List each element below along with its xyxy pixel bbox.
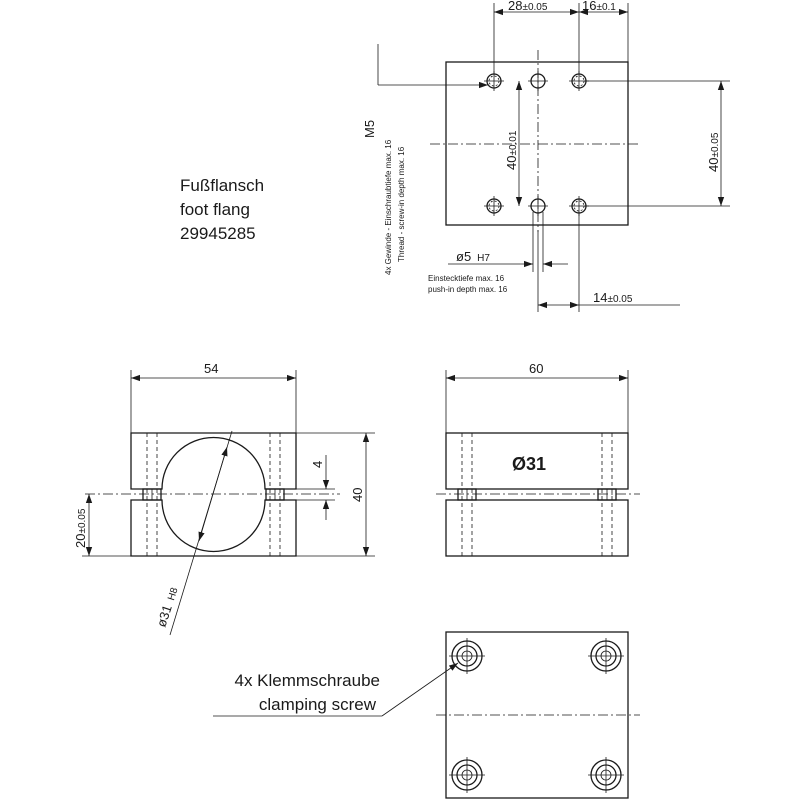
clamping-screw-icon (449, 757, 485, 793)
dim-text-bore-31: ø31H8 (154, 585, 181, 629)
title-line-english: foot flang (180, 200, 250, 219)
clamping-screw-icon (449, 638, 485, 674)
title-block: Fußflansch foot flang 29945285 (180, 176, 264, 243)
bore-note-english: push-in depth max. 16 (428, 285, 508, 294)
side-lower-clamp (445, 499, 629, 557)
clamping-screw-icon (588, 757, 624, 793)
screw-leader (381, 662, 459, 717)
title-line-german: Fußflansch (180, 176, 264, 195)
part-number: 29945285 (180, 224, 256, 243)
front-view: 54 4 40 20±0.05 ø31H8 (73, 361, 375, 636)
dim-text-40-inner: 40±0.01 (504, 130, 519, 170)
thread-size-label: M5 (362, 120, 377, 138)
dim-text-14: 14±0.05 (593, 290, 633, 305)
thread-note-german: 4x Gewinde - Einschraubtiefe max. 16 (384, 139, 393, 275)
thread-hole-bottom-left (484, 196, 504, 216)
dim-text-4: 4 (310, 461, 325, 468)
screw-note-german: 4x Klemmschraube (234, 671, 380, 690)
top-view-outline (445, 61, 629, 226)
dim-text-54: 54 (204, 361, 218, 376)
front-lower-clamp (130, 499, 297, 557)
bore-note-german: Einstecktiefe max. 16 (428, 274, 505, 283)
side-view: Ø31 60 (436, 361, 640, 557)
dim-text-16: 16±0.1 (582, 0, 616, 13)
clamping-screw-icon (588, 638, 624, 674)
side-upper-clamp (445, 432, 629, 490)
bottom-view: 4x Klemmschraube clamping screw (213, 631, 640, 799)
front-upper-clamp (130, 432, 297, 490)
screw-note-english: clamping screw (259, 695, 377, 714)
bore-hole-top (528, 71, 548, 91)
dim-line-bore-31 (198, 446, 228, 542)
top-view: 28±0.05 16±0.1 40±0.01 40±0.05 M5 4x Gew… (362, 0, 730, 312)
bore-hole-bottom (528, 196, 548, 216)
dim-text-40-height: 40 (350, 488, 365, 502)
dim-text-20: 20±0.05 (73, 508, 88, 548)
dim-text-60: 60 (529, 361, 543, 376)
dim-text-28: 28±0.05 (508, 0, 548, 13)
thread-note-english: Thread - screw-in depth max. 16 (397, 146, 406, 262)
dim-text-40-outer: 40±0.05 (706, 132, 721, 172)
bore-marking: Ø31 (512, 454, 546, 474)
